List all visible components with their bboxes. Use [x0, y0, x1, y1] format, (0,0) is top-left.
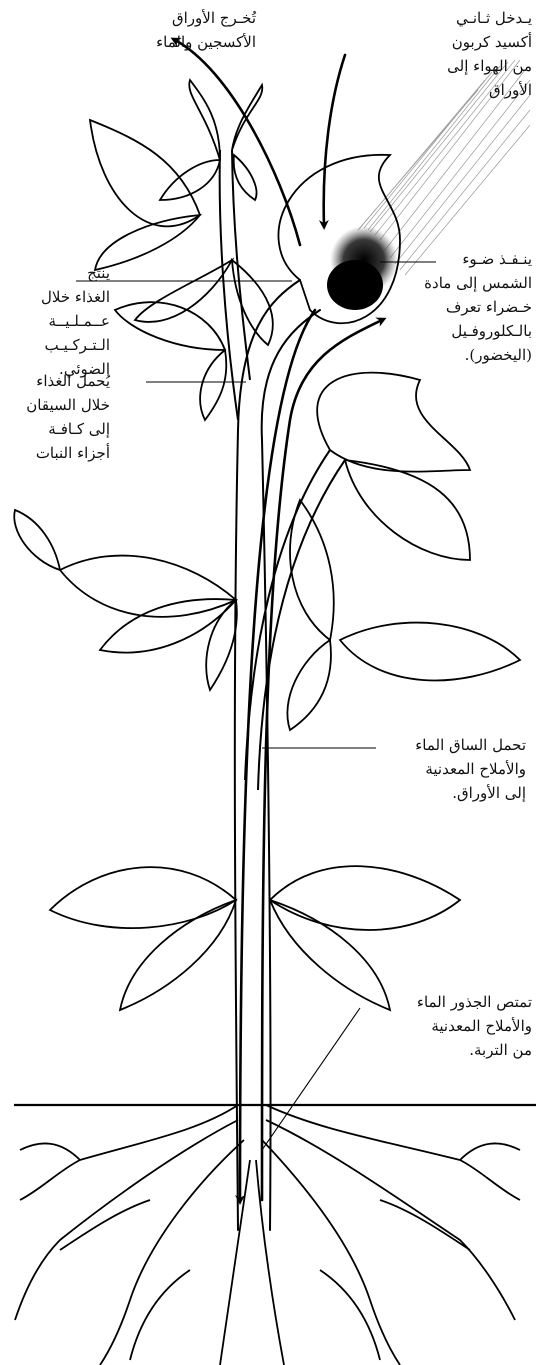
label-stem-water: تحمل الساق الماء والأملاح المعدنية إلى ا…: [386, 733, 526, 805]
label-photosynthesis: ينتج الغذاء خلال عــمـلـيــة الـتـركـيـب…: [6, 261, 110, 381]
label-photosynthesis-line-4: الـتـركـيـب: [6, 333, 110, 357]
label-roots-absorb-line-3: من التربة.: [386, 1038, 532, 1062]
label-photosynthesis-line-2: الغذاء خلال: [6, 285, 110, 309]
label-stem-water-line-2: والأملاح المعدنية: [386, 757, 526, 781]
label-photosynthesis-line-3: عــمـلـيــة: [6, 309, 110, 333]
label-sunlight: ينـفـذ ضـوء الشمس إلى مادة خـضراء تعرف ب…: [404, 247, 532, 367]
label-oxygen-out-line-1: تُخـرج الأوراق: [152, 6, 256, 30]
label-food-transport-line-3: إلى كـافـة: [6, 417, 110, 441]
label-food-transport-line-2: خلال السيقان: [6, 393, 110, 417]
label-roots-absorb: تمتص الجذور الماء والأملاح المعدنية من ا…: [386, 990, 532, 1062]
label-co2-in-line-2: أكسيد كربون: [397, 30, 532, 54]
label-co2-in-line-1: يـدخل ثـانـي: [397, 6, 532, 30]
label-sunlight-line-1: ينـفـذ ضـوء: [404, 247, 532, 271]
annotation-lines: [76, 262, 436, 1150]
label-sunlight-line-4: بالـكلوروفـيل: [404, 319, 532, 343]
leaves: [14, 80, 520, 1010]
label-co2-in-line-3: من الهواء إلى: [397, 54, 532, 78]
label-co2-in: يـدخل ثـانـي أكسيد كربون من الهواء إلى ا…: [397, 6, 532, 102]
label-oxygen-out-line-2: الأكسجين والماء: [152, 30, 256, 54]
right-branch: [245, 450, 345, 790]
label-stem-water-line-1: تحمل الساق الماء: [386, 733, 526, 757]
label-sunlight-line-2: الشمس إلى مادة: [404, 271, 532, 295]
label-roots-absorb-line-1: تمتص الجذور الماء: [386, 990, 532, 1014]
roots: [15, 1105, 520, 1365]
label-co2-in-line-4: الأوراق: [397, 78, 532, 102]
label-sunlight-line-5: (اليخضور).: [404, 343, 532, 367]
label-sunlight-line-3: خـضراء تعرف: [404, 295, 532, 319]
label-food-transport-line-1: يُحمل الغذاء: [6, 369, 110, 393]
label-food-transport: يُحمل الغذاء خلال السيقان إلى كـافـة أجز…: [6, 369, 110, 465]
label-oxygen-out: تُخـرج الأوراق الأكسجين والماء: [152, 6, 256, 54]
label-food-transport-line-4: أجزاء النبات: [6, 441, 110, 465]
label-photosynthesis-line-1: ينتج: [6, 261, 110, 285]
label-roots-absorb-line-2: والأملاح المعدنية: [386, 1014, 532, 1038]
label-stem-water-line-3: إلى الأوراق.: [386, 781, 526, 805]
chlorophyll-spot: [327, 226, 398, 310]
